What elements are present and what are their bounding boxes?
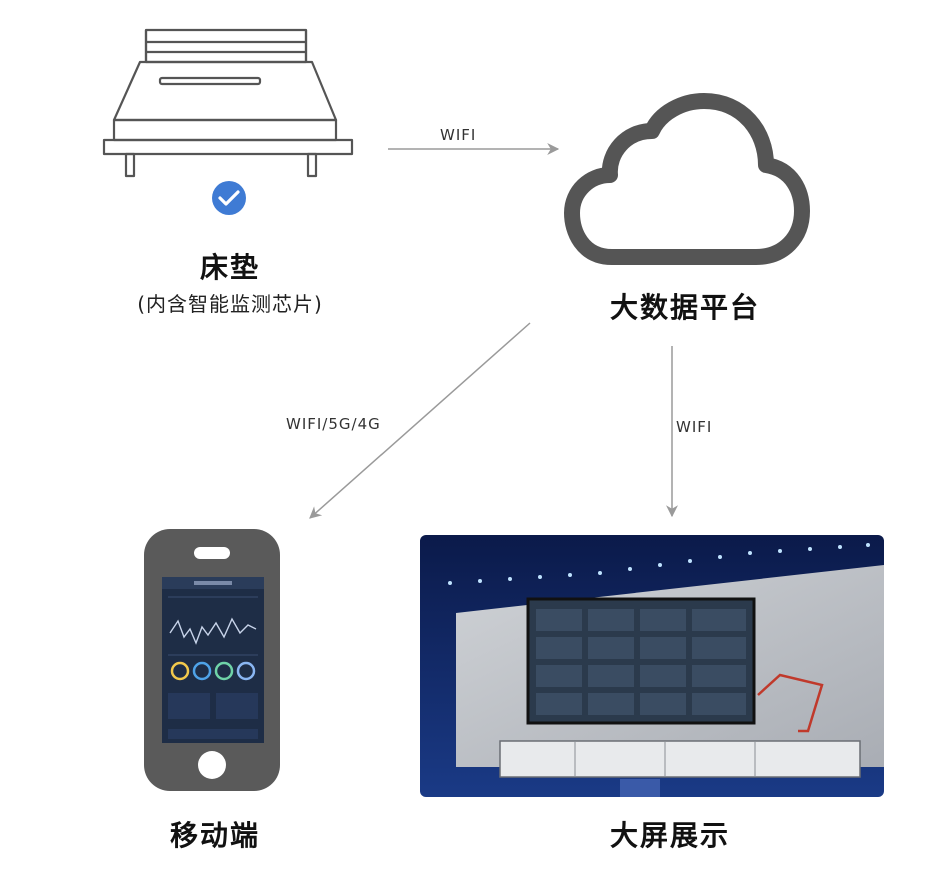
bigscreen-title: 大屏展示 xyxy=(609,819,730,852)
mobile-phone-icon xyxy=(144,529,280,791)
cloud-icon xyxy=(564,93,810,265)
cloud-title: 大数据平台 xyxy=(609,291,760,324)
edge-label-cloud-bigscreen: WIFI xyxy=(676,418,713,436)
mattress-title: 床垫 xyxy=(199,251,260,284)
mobile-title: 移动端 xyxy=(169,819,260,852)
edge-label-mattress-cloud: WIFI xyxy=(440,126,477,144)
arrow-cloud-to-mobile xyxy=(309,322,531,519)
mattress-subtitle: (内含智能监测芯片) xyxy=(137,292,323,316)
edge-label-cloud-mobile: WIFI/5G/4G xyxy=(286,415,381,433)
bed-icon xyxy=(102,28,354,178)
big-screen-photo xyxy=(420,535,884,797)
check-icon xyxy=(212,181,246,215)
